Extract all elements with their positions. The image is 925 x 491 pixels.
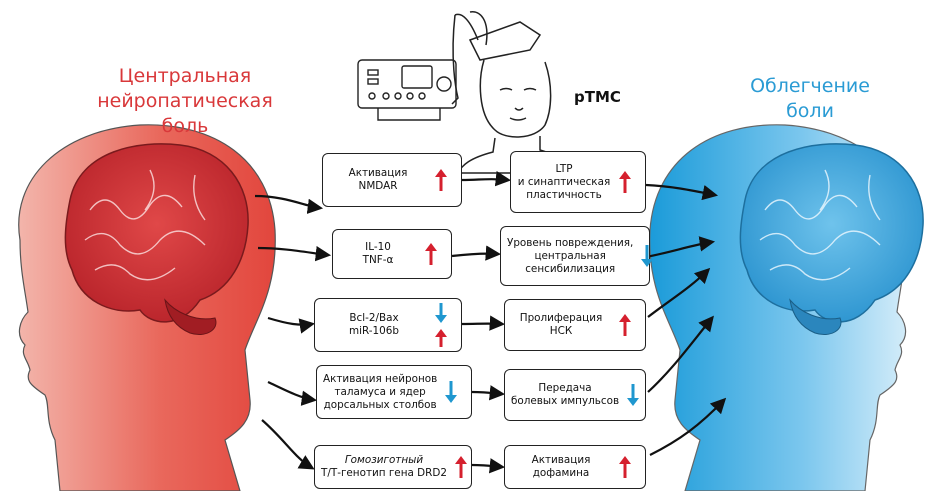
box-text-line: Активация [348, 167, 408, 179]
box-text-line: Т/Т-генотип гена DRD2 [321, 467, 447, 479]
connection-arrows [254, 170, 727, 474]
box-text-line: NMDAR [358, 180, 398, 192]
pain-brain-icon [64, 143, 249, 323]
box-text-line: сенсибилизация [525, 262, 616, 275]
up-arrow-icon [417, 230, 451, 278]
pain-title-line: Центральная [118, 65, 252, 87]
box-text-line: Активация нейронов [323, 372, 438, 385]
up-arrow-icon [611, 300, 645, 350]
pain-title: Центральная нейропатическая боль [95, 64, 275, 139]
patient-with-coil-icon [451, 11, 573, 174]
relief-title-line: боли [786, 100, 834, 122]
up-arrow-icon [611, 152, 645, 212]
rtms-label: рТМС [574, 88, 621, 106]
box-text-line: дофамина [532, 467, 590, 479]
box-text-line: дорсальных столбов [323, 398, 437, 411]
down-up-arrows-icon [427, 299, 461, 351]
pain-head-illustration [18, 124, 276, 491]
box-text-line: Bcl-2/Bax [349, 312, 399, 324]
pain-title-line: боль [161, 115, 209, 137]
relief-head-illustration [649, 124, 924, 491]
box-text-line: таламуса и ядер [334, 385, 426, 398]
box-text-line: Пролиферация [519, 312, 603, 324]
box-text-line: НСК [549, 325, 573, 337]
box-text-line: miR-106b [349, 325, 399, 337]
tms-device-icon [357, 59, 457, 121]
box-text-line: Передача [538, 382, 592, 394]
box-text-line: LTP [555, 162, 573, 175]
box-text-line: болевых импульсов [511, 395, 620, 407]
box-text-line: Уровень повреждения, [507, 236, 634, 249]
relief-brain-icon [739, 143, 924, 323]
up-arrow-icon [447, 446, 481, 488]
up-arrow-icon [427, 154, 461, 206]
box-text-line: пластичность [526, 188, 602, 201]
down-arrow-icon [437, 366, 471, 418]
box-text-line: и синаптическая [517, 175, 611, 188]
pain-title-line: нейропатическая [97, 90, 273, 112]
box-text-line: центральная [534, 249, 606, 262]
box-text-line: Гомозиготный [344, 454, 424, 466]
down-arrow-icon [633, 227, 667, 285]
box-text-line: TNF-α [362, 254, 394, 266]
down-arrow-icon [619, 370, 653, 420]
up-arrow-icon [611, 446, 645, 488]
box-text-line: Активация [531, 454, 591, 466]
box-text-line: IL-10 [365, 241, 391, 253]
relief-title-line: Облегчение [750, 75, 870, 97]
relief-title: Облегчение боли [735, 74, 885, 124]
